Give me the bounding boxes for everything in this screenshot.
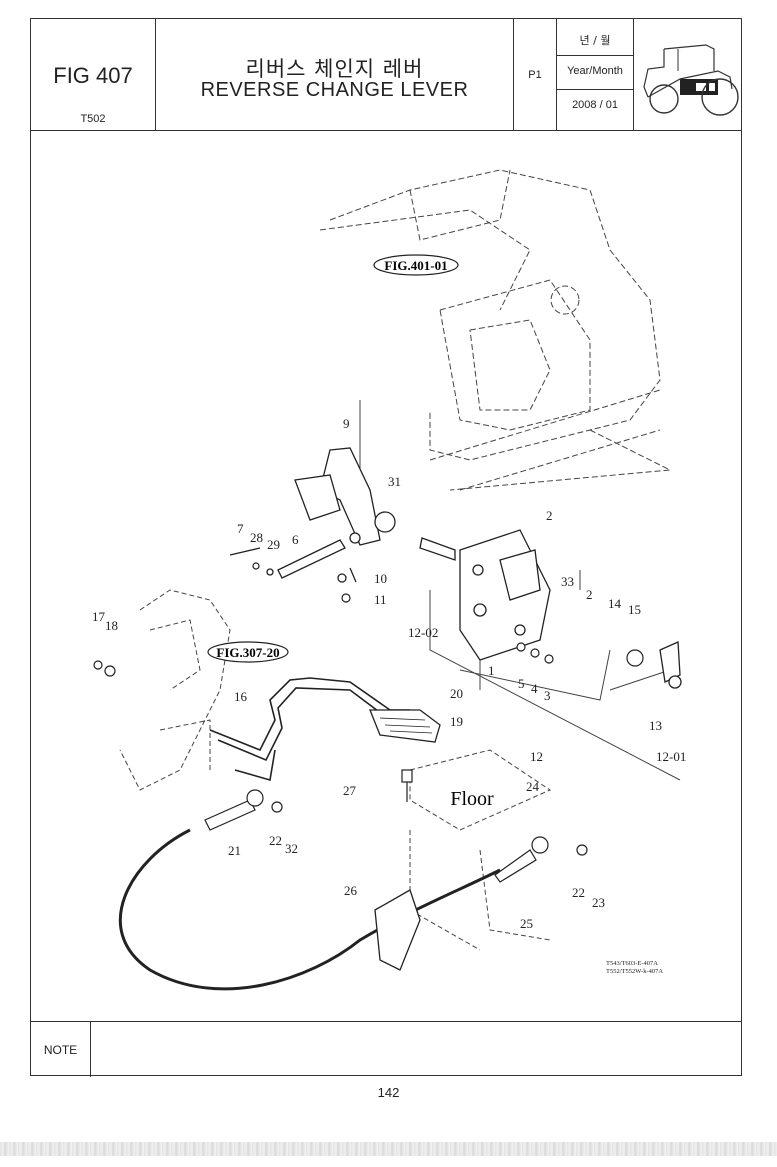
scan-artifact	[0, 1142, 777, 1156]
part-label: 3	[544, 688, 551, 703]
transmission-housing	[319, 169, 672, 491]
part-label: 10	[374, 571, 387, 586]
part-label: 7	[237, 521, 244, 536]
part-label: 33	[561, 574, 574, 589]
part-shift-fork	[294, 447, 396, 546]
part-label: 25	[520, 916, 533, 931]
floor-label: Floor	[450, 788, 494, 810]
part-label: 16	[234, 689, 248, 704]
model-code: T502	[80, 113, 106, 125]
drawing-code: T552/T552W-k-407A	[606, 968, 663, 975]
year-month-cell: 년 / 월 Year/Month 2008 / 01	[557, 19, 634, 131]
part-cable	[118, 828, 501, 991]
part-bolt	[401, 769, 413, 802]
part-label: 21	[228, 843, 241, 858]
part-label: 1	[488, 663, 495, 678]
tractor-icon	[643, 44, 739, 116]
fig-code: FIG 407	[53, 63, 133, 88]
part-label: 20	[450, 686, 463, 701]
part-label: 13	[649, 718, 662, 733]
header: FIG 407 T502 리버스 체인지 레버 REVERSE CHANGE L…	[31, 19, 741, 131]
year-month-value: 2008 / 01	[572, 99, 618, 111]
washers	[93, 562, 644, 856]
note-box: NOTE	[31, 1021, 741, 1077]
part-number-labels: 9 31 7 28 29 6 10 11 2 33 2 14 12-02 1 1…	[92, 416, 686, 931]
year-month-label: Year/Month	[567, 65, 623, 77]
part-pedal-arm	[209, 677, 410, 782]
divider	[557, 89, 633, 90]
part-label: 6	[292, 532, 299, 547]
part-label: 23	[592, 895, 605, 910]
year-month-korean: 년 / 월	[579, 34, 611, 47]
part-label: 28	[250, 530, 263, 545]
drawing-codes: T543/T603-E-407A T552/T552W-k-407A	[606, 960, 663, 975]
part-label: 26	[344, 883, 358, 898]
part-label: 24	[526, 779, 540, 794]
part-label: 27	[343, 783, 357, 798]
drawing-code: T543/T603-E-407A	[606, 960, 658, 967]
page-number: 142	[377, 1085, 400, 1100]
ref-fig-401-text: FIG.401-01	[384, 258, 447, 273]
part-label: 11	[374, 592, 387, 607]
part-label: 5	[518, 676, 525, 691]
exploded-diagram: FIG.401-01 FIG.307-20 Floor 9 31 7 28 29…	[92, 169, 686, 991]
ref-fig-307: FIG.307-20	[207, 641, 289, 663]
part-label: 14	[608, 596, 622, 611]
part-label: 17	[92, 609, 106, 624]
ref-fig-401: FIG.401-01	[373, 254, 459, 276]
page-frame: FIG 407 T502 리버스 체인지 레버 REVERSE CHANGE L…	[30, 18, 742, 1077]
part-label: 32	[285, 841, 298, 856]
part-label: 12-01	[656, 749, 686, 764]
tractor-cell	[634, 19, 743, 131]
part-shaft	[229, 539, 357, 583]
part-label: 12-02	[408, 625, 438, 640]
part-label: 22	[572, 885, 585, 900]
part-pedal-pad	[369, 709, 441, 743]
page-mark: P1	[528, 69, 542, 81]
divider	[557, 55, 633, 56]
ref-fig-307-text: FIG.307-20	[216, 645, 279, 660]
part-label: 9	[343, 416, 350, 431]
part-cable-bracket	[374, 889, 421, 971]
part-bracket	[659, 641, 682, 689]
page-mark-cell: P1	[514, 19, 557, 131]
cable-ends	[204, 789, 549, 883]
leader-lines	[359, 400, 681, 781]
part-label: 19	[450, 714, 463, 729]
part-label: 31	[388, 474, 401, 489]
fig-cell: FIG 407 T502	[31, 19, 156, 131]
part-label: 2	[546, 508, 553, 523]
part-label: 2	[586, 587, 593, 602]
part-label: 12	[530, 749, 543, 764]
part-label: 22	[269, 833, 282, 848]
title-cell: 리버스 체인지 레버 REVERSE CHANGE LEVER	[156, 19, 514, 131]
title-english: REVERSE CHANGE LEVER	[200, 79, 469, 101]
note-label: NOTE	[31, 1022, 91, 1077]
part-label: 4	[531, 681, 538, 696]
title-korean: 리버스 체인지 레버	[245, 57, 424, 81]
part-label: 15	[628, 602, 641, 617]
part-cover-plate	[419, 529, 551, 661]
part-label: 18	[105, 618, 118, 633]
part-label: 29	[267, 537, 280, 552]
